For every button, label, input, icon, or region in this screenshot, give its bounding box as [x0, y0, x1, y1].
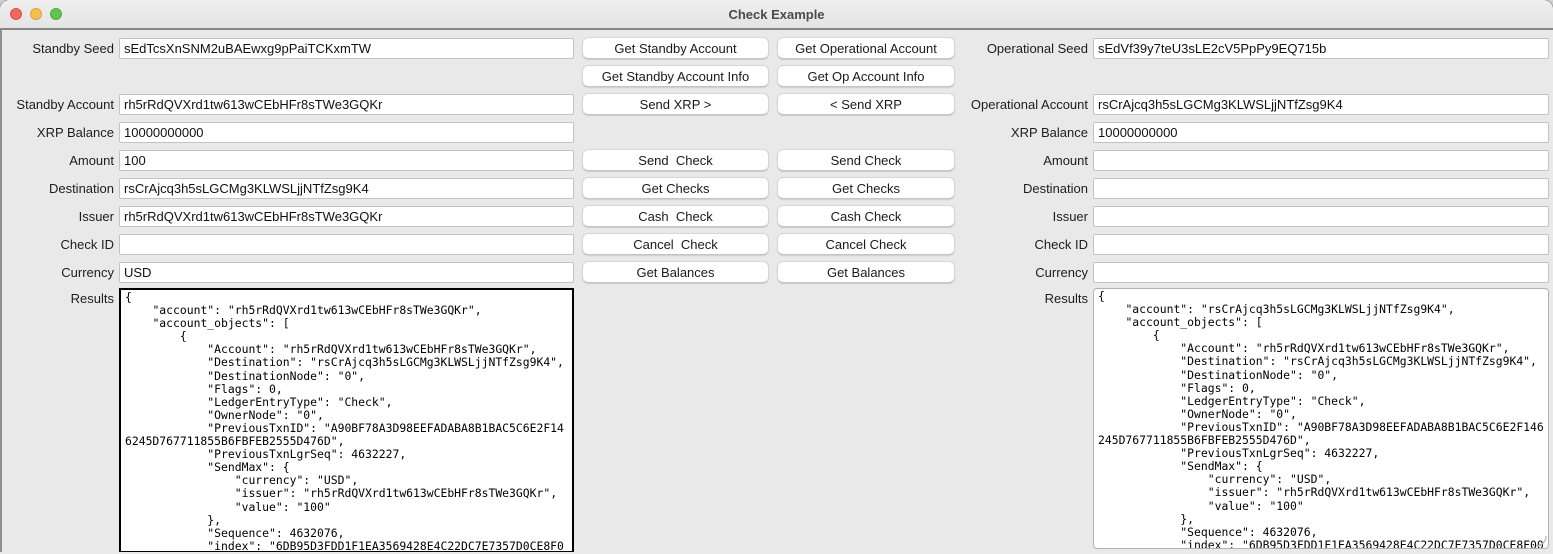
- send-xrp-right-button[interactable]: Send XRP >: [582, 93, 769, 115]
- standby-currency-input[interactable]: [119, 261, 574, 283]
- operational-check-id-label: Check ID: [1034, 236, 1088, 252]
- minimize-window-icon[interactable]: [30, 8, 42, 20]
- standby-results-text[interactable]: { "account": "rh5rRdQVXrd1tw613wCEbHFr8s…: [119, 288, 574, 552]
- standby-account-label: Standby Account: [16, 96, 114, 112]
- operational-balance-label: XRP Balance: [1010, 124, 1088, 140]
- operational-get-balances-button[interactable]: Get Balances: [777, 261, 955, 283]
- operational-get-checks-button[interactable]: Get Checks: [777, 177, 955, 199]
- standby-check-id-label: Check ID: [60, 236, 114, 252]
- row-balance: XRP Balance XRP Balance: [4, 118, 1553, 146]
- close-window-icon[interactable]: [10, 8, 22, 20]
- row-account: Standby Account Send XRP > < Send XRP Op…: [4, 90, 1553, 118]
- operational-amount-input[interactable]: [1093, 149, 1549, 171]
- row-check-id: Check ID Cancel Check Cancel Check Check…: [4, 230, 1553, 258]
- zoom-window-icon[interactable]: [50, 8, 62, 20]
- standby-destination-label: Destination: [48, 180, 114, 196]
- operational-amount-label: Amount: [1043, 152, 1088, 168]
- get-standby-account-button[interactable]: Get Standby Account: [582, 37, 769, 59]
- standby-balance-label: XRP Balance: [36, 124, 114, 140]
- operational-currency-label: Currency: [1035, 264, 1088, 280]
- standby-send-check-button[interactable]: Send Check: [582, 149, 769, 171]
- operational-issuer-input[interactable]: [1093, 205, 1549, 227]
- operational-seed-input[interactable]: [1093, 37, 1549, 59]
- traffic-lights: [10, 8, 62, 20]
- get-operational-account-button[interactable]: Get Operational Account: [777, 37, 955, 59]
- standby-amount-label: Amount: [69, 152, 114, 168]
- row-issuer: Issuer Cash Check Cash Check Issuer: [4, 202, 1553, 230]
- standby-balance-input[interactable]: [119, 121, 574, 143]
- standby-cancel-check-button[interactable]: Cancel Check: [582, 233, 769, 255]
- standby-amount-input[interactable]: [119, 149, 574, 171]
- standby-currency-label: Currency: [61, 264, 114, 280]
- operational-destination-label: Destination: [1022, 180, 1088, 196]
- window-title: Check Example: [728, 6, 825, 22]
- operational-issuer-label: Issuer: [1052, 208, 1088, 224]
- operational-results-label: Results: [1044, 291, 1088, 306]
- operational-results-text[interactable]: { "account": "rsCrAjcq3h5sLGCMg3KLWSLjjN…: [1093, 288, 1549, 549]
- operational-check-id-input[interactable]: [1093, 233, 1549, 255]
- row-account-info: Get Standby Account Info Get Op Account …: [4, 62, 1553, 90]
- send-xrp-left-button[interactable]: < Send XRP: [777, 93, 955, 115]
- standby-results-label: Results: [70, 291, 114, 306]
- standby-seed-input[interactable]: [119, 37, 574, 59]
- standby-destination-input[interactable]: [119, 177, 574, 199]
- row-currency: Currency Get Balances Get Balances Curre…: [4, 258, 1553, 286]
- operational-seed-label: Operational Seed: [986, 40, 1088, 56]
- operational-balance-input[interactable]: [1093, 121, 1549, 143]
- operational-destination-input[interactable]: [1093, 177, 1549, 199]
- standby-issuer-label: Issuer: [78, 208, 114, 224]
- operational-cash-check-button[interactable]: Cash Check: [777, 205, 955, 227]
- get-op-account-info-button[interactable]: Get Op Account Info: [777, 65, 955, 87]
- operational-currency-input[interactable]: [1093, 261, 1549, 283]
- row-destination: Destination Get Checks Get Checks Destin…: [4, 174, 1553, 202]
- operational-account-label: Operational Account: [970, 96, 1088, 112]
- row-results: Results { "account": "rh5rRdQVXrd1tw613w…: [4, 288, 1553, 552]
- standby-account-input[interactable]: [119, 93, 574, 115]
- operational-cancel-check-button[interactable]: Cancel Check: [777, 233, 955, 255]
- row-amount: Amount Send Check Send Check Amount: [4, 146, 1553, 174]
- standby-check-id-input[interactable]: [119, 233, 574, 255]
- standby-get-balances-button[interactable]: Get Balances: [582, 261, 769, 283]
- operational-account-input[interactable]: [1093, 93, 1549, 115]
- get-standby-account-info-button[interactable]: Get Standby Account Info: [582, 65, 769, 87]
- operational-send-check-button[interactable]: Send Check: [777, 149, 955, 171]
- standby-seed-label: Standby Seed: [32, 40, 114, 56]
- row-seed: Standby Seed Get Standby Account Get Ope…: [4, 34, 1553, 62]
- standby-issuer-input[interactable]: [119, 205, 574, 227]
- standby-get-checks-button[interactable]: Get Checks: [582, 177, 769, 199]
- title-bar[interactable]: Check Example: [0, 0, 1553, 28]
- standby-cash-check-button[interactable]: Cash Check: [582, 205, 769, 227]
- content-area: Standby Seed Get Standby Account Get Ope…: [0, 28, 1553, 552]
